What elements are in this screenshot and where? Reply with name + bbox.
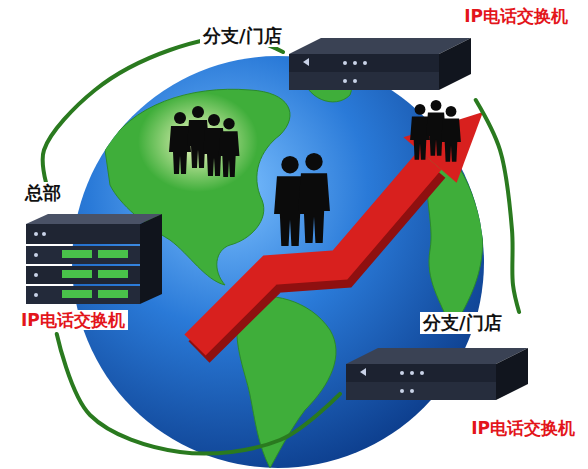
- device-label: IP电话交换机: [18, 310, 128, 330]
- switch-device: [289, 38, 471, 90]
- device-label: IP电话交换机: [461, 6, 571, 26]
- switch-device: [346, 348, 528, 400]
- glow: [138, 92, 258, 192]
- site-label: 分支/门店: [420, 312, 505, 334]
- switch-site: 总部 IP电话交换机: [18, 182, 173, 334]
- switch-site: IP电话交换机: [283, 4, 575, 100]
- people: [169, 100, 461, 246]
- device-label: IP电话交换机: [468, 418, 578, 438]
- switch-stack: [26, 214, 162, 304]
- continents: [105, 66, 483, 468]
- network-link: [43, 37, 283, 182]
- site-label: 总部: [22, 182, 64, 204]
- switch-site: 分支/门店 IP电话交换机: [340, 312, 582, 444]
- network-link: [57, 334, 340, 454]
- network-link: [476, 100, 519, 312]
- site-label: 分支/门店: [200, 25, 285, 47]
